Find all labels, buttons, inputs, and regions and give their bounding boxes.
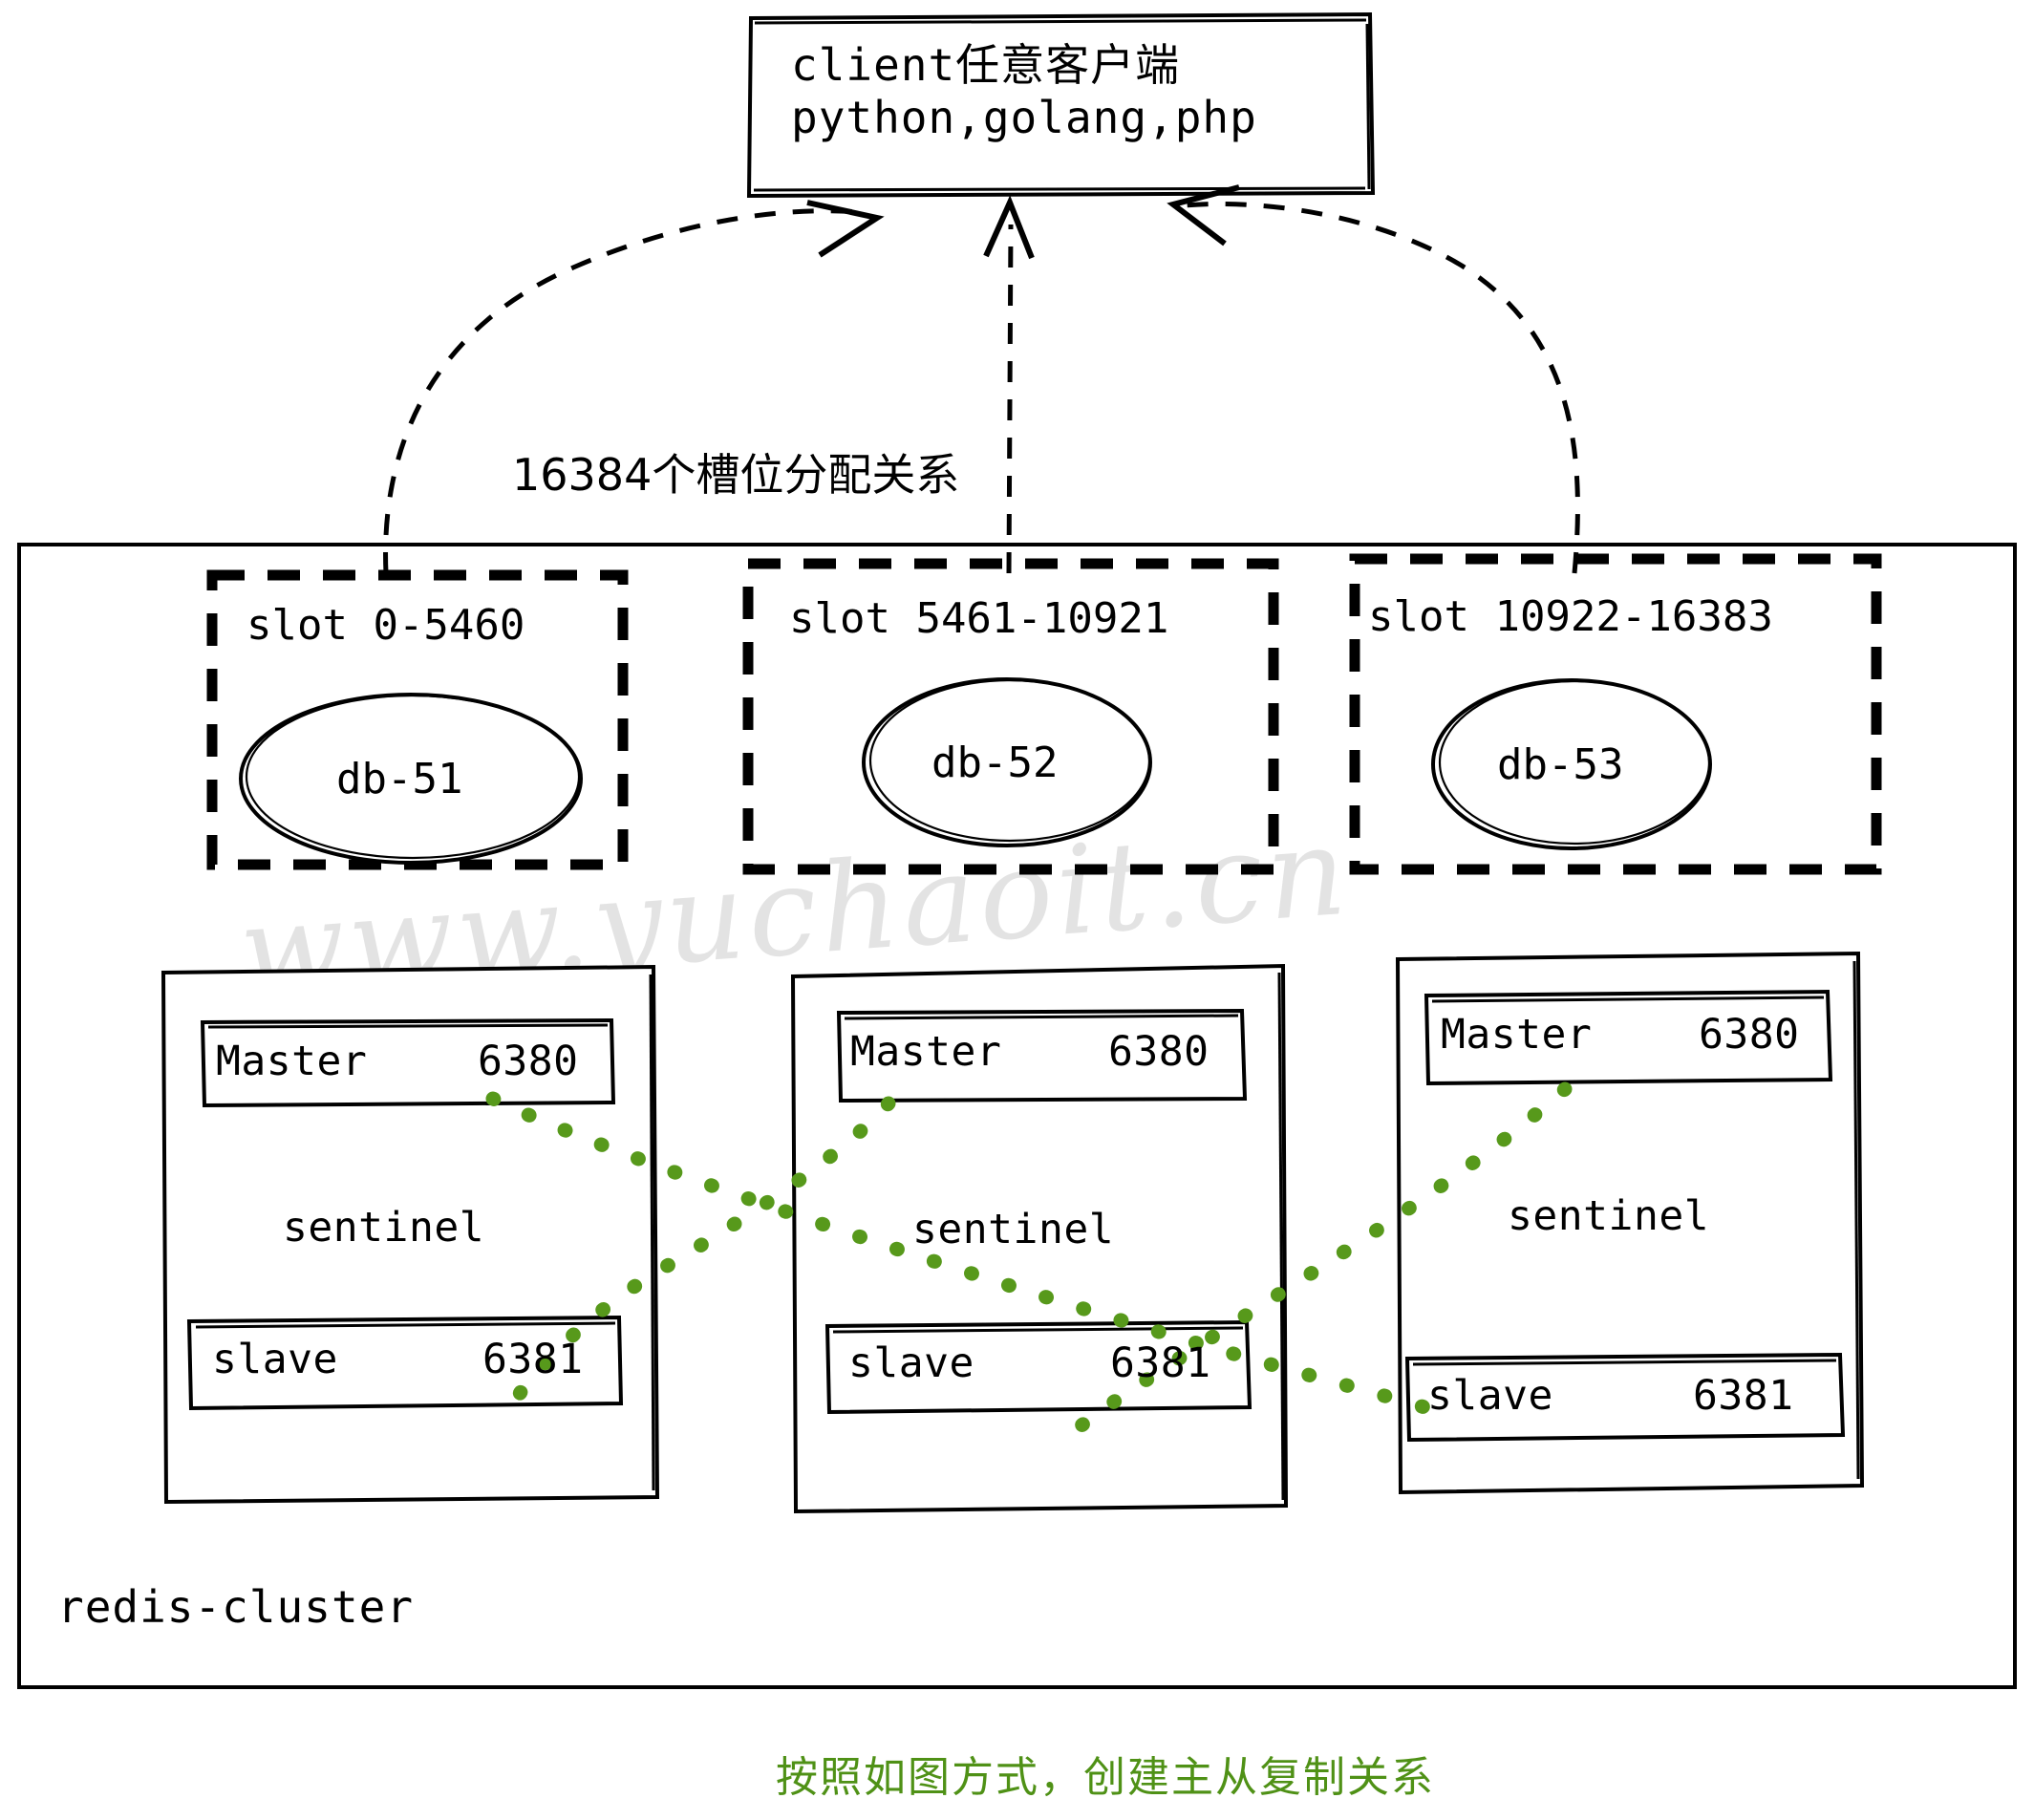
arrow-shard1-to-client — [383, 200, 885, 574]
db-name-3: db-53 — [1497, 740, 1624, 789]
client-box — [746, 11, 1376, 199]
db-ellipse-3 — [1431, 678, 1712, 850]
node-2-slave-role: slave — [848, 1339, 974, 1387]
node-2-slave-port: 6381 — [1110, 1339, 1211, 1387]
replication-link-node1-master-to-node3-slave — [485, 1091, 1448, 1420]
shard-slot-label-1: slot 0-5460 — [246, 601, 525, 650]
node-2-sentinel-label: sentinel — [912, 1206, 1115, 1253]
db-name-2: db-52 — [931, 739, 1059, 787]
db-ellipse-1 — [239, 693, 583, 865]
bottom-caption: 按照如图方式，创建主从复制关系 — [776, 1753, 1435, 1802]
slave-box-3 — [1404, 1352, 1846, 1443]
node-2-master-port: 6380 — [1108, 1028, 1210, 1076]
master-box-1 — [200, 1017, 616, 1108]
node-2-master-role: Master — [850, 1028, 1002, 1076]
cluster-boundary — [17, 543, 2017, 1689]
shard-box-2 — [742, 558, 1279, 875]
db-ellipse-2 — [862, 677, 1152, 847]
client-line-2: python,golang,php — [791, 92, 1257, 143]
shard-slot-label-2: slot 5461-10921 — [789, 594, 1169, 643]
node-3-slave-port: 6381 — [1693, 1372, 1794, 1420]
slots-note-label: 16384个槽位分配关系 — [512, 449, 960, 501]
db-name-1: db-51 — [336, 755, 463, 803]
node-1-slave-role: slave — [212, 1336, 338, 1383]
node-3-master-port: 6380 — [1699, 1011, 1800, 1059]
node-3-master-role: Master — [1441, 1011, 1593, 1059]
client-line-1: client任意客户端 — [791, 39, 1181, 91]
slave-box-2 — [824, 1319, 1253, 1415]
master-box-3 — [1424, 989, 1833, 1086]
node-3-slave-role: slave — [1427, 1372, 1553, 1420]
shard-slot-label-3: slot 10922-16383 — [1368, 592, 1773, 641]
replication-link-node2-master-to-node1-slave — [497, 1096, 896, 1424]
shard-box-3 — [1349, 553, 1882, 875]
master-box-2 — [836, 1008, 1248, 1103]
arrow-shard2-to-client — [983, 195, 1035, 574]
node-1-master-role: Master — [216, 1038, 368, 1085]
cluster-label: redis-cluster — [57, 1581, 415, 1633]
node-1-slave-port: 6381 — [482, 1336, 584, 1383]
arrow-shard3-to-client — [1167, 184, 1580, 574]
node-1-sentinel-label: sentinel — [283, 1204, 485, 1252]
shard-box-1 — [206, 569, 629, 870]
node-1-master-port: 6380 — [478, 1038, 579, 1085]
node-3-sentinel-label: sentinel — [1508, 1192, 1710, 1240]
replication-links — [485, 1081, 1573, 1433]
slave-box-1 — [186, 1315, 624, 1411]
